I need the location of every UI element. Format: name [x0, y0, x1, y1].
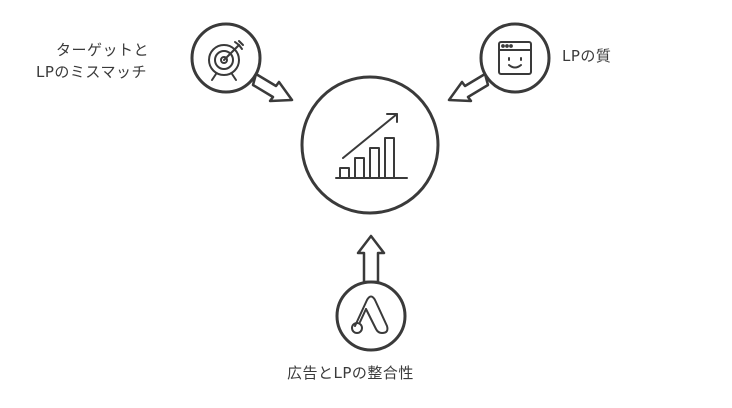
lp-quality-label: LPの質: [562, 47, 612, 65]
browser-smiley-icon: [498, 41, 532, 75]
growth-chart-icon: [335, 113, 408, 179]
target-node-circle: [190, 22, 262, 94]
target-mismatch-label-line2: LPのミスマッチ: [36, 63, 147, 81]
center-circle: [300, 75, 440, 215]
target-dart-icon: [208, 40, 244, 81]
ads-node-circle: [335, 280, 407, 352]
google-ads-icon: [351, 295, 389, 334]
ad-lp-consistency-label: 広告とLPの整合性: [287, 364, 414, 382]
lp-quality-node-circle: [479, 22, 551, 94]
arrow-target-to-center: [251, 72, 294, 103]
arrow-ads-to-center: [356, 234, 386, 284]
target-mismatch-label-line1: ターゲットと: [56, 41, 150, 59]
arrow-lp-quality-to-center: [447, 72, 490, 103]
